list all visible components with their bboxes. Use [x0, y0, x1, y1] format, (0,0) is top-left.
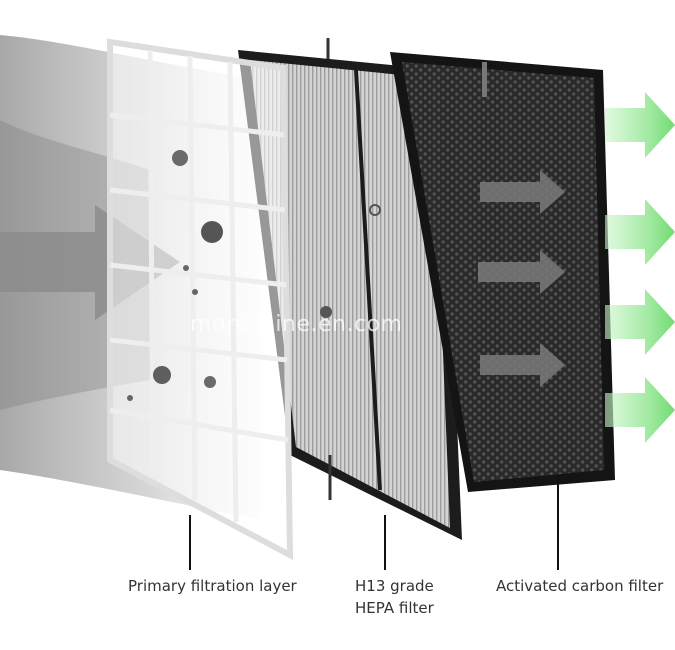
carbon-filter-label: Activated carbon filter	[496, 577, 664, 595]
hepa-filter	[238, 38, 462, 540]
hepa-label-line2: HEPA filter	[355, 599, 434, 617]
filtered-air-arrows	[478, 170, 565, 387]
primary-filtration-label: Primary filtration layer	[128, 577, 297, 595]
hepa-filter-label: H13 grade HEPA filter	[355, 575, 434, 619]
hepa-label-line1: H13 grade	[355, 577, 434, 595]
clean-air-arrows	[605, 92, 675, 443]
watermark: moreshine.en.com	[190, 312, 403, 337]
primary-filter	[107, 38, 294, 561]
